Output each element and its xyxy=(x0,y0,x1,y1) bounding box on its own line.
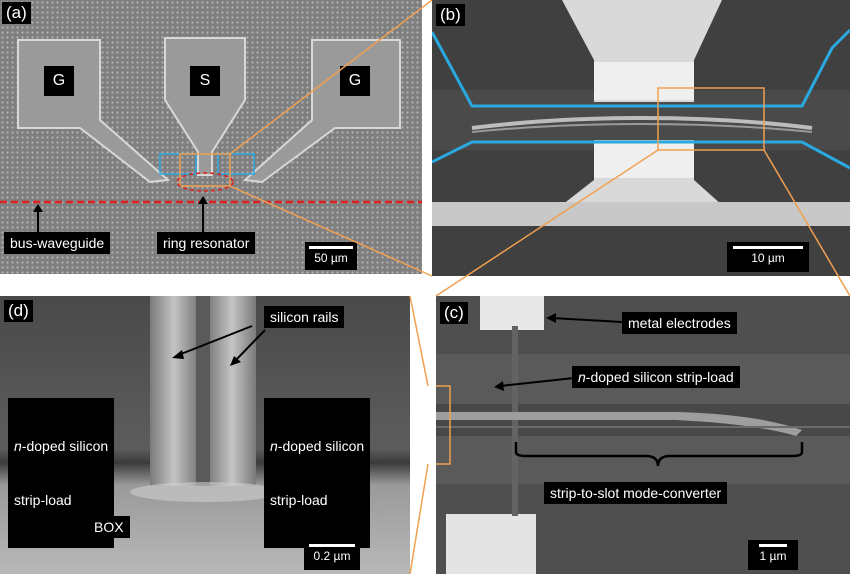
panel-d-tag: (d) xyxy=(4,300,33,322)
panel-d-scalebar: 0.2 µm xyxy=(304,540,360,570)
strip-load-label: n-doped silicon strip-load xyxy=(572,366,740,388)
panel-c-scalebar: 1 µm xyxy=(748,540,798,570)
panel-b-scale-text: 10 µm xyxy=(751,251,785,265)
pad-label-s: S xyxy=(190,66,220,96)
panel-c: (c) metal electrodes n-doped silicon str… xyxy=(436,296,850,574)
panel-a-scalebar: 50 µm xyxy=(305,242,357,270)
panel-b-image xyxy=(432,0,850,276)
panel-a-tag: (a) xyxy=(2,2,31,24)
pad-label-g-right: G xyxy=(340,66,370,96)
panel-a: (a) G S G bus-waveguide ring resonator 5… xyxy=(0,0,422,274)
panel-d-scale-text: 0.2 µm xyxy=(313,549,351,563)
panel-d: (d) silicon rails n-doped silicon strip-… xyxy=(0,296,410,574)
pad-label-g-left: G xyxy=(44,66,74,96)
silicon-rails-label: silicon rails xyxy=(264,306,345,328)
panel-c-scale-text: 1 µm xyxy=(759,549,787,563)
metal-electrodes-label: metal electrodes xyxy=(622,312,737,334)
mode-converter-label: strip-to-slot mode-converter xyxy=(544,482,728,504)
panel-b-scalebar: 10 µm xyxy=(727,242,809,272)
box-label: BOX xyxy=(88,516,130,538)
panel-c-tag: (c) xyxy=(440,302,468,324)
bus-waveguide-label: bus-waveguide xyxy=(4,232,111,254)
panel-a-scale-text: 50 µm xyxy=(314,251,348,265)
panel-b: (b) 10 µm xyxy=(432,0,850,276)
ring-resonator-label: ring resonator xyxy=(157,232,256,254)
panel-c-image xyxy=(436,296,850,574)
panel-b-tag: (b) xyxy=(436,4,465,26)
right-strip-load-label: n-doped silicon strip-load xyxy=(264,398,371,548)
